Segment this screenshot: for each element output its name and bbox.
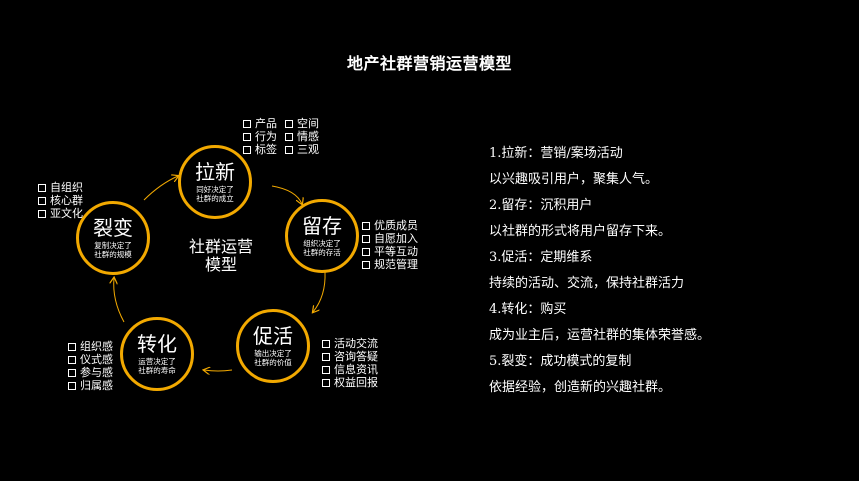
node-desc-zhuanhua: 运营决定了 社群的寿命	[138, 357, 176, 375]
tags-liucun: 优质成员 自愿加入 平等互动 规范管理	[362, 219, 418, 271]
tag-item: 情感	[285, 130, 319, 143]
checkbox-icon	[362, 260, 370, 269]
checkbox-icon	[68, 342, 76, 351]
arrow-liucun-to-cuhuo	[313, 271, 326, 312]
tag-item: 平等互动	[362, 245, 418, 258]
arrow-cuhuo-to-zhuanhua	[204, 370, 233, 371]
steps-list: 1.拉新：营销/案场活动 以兴趣吸引用户，聚集人气。 2.留存：沉积用户 以社群…	[489, 141, 849, 401]
tag-item: 咨询答疑	[322, 350, 378, 363]
tag-item: 标签	[243, 143, 277, 156]
tag-item: 三观	[285, 143, 319, 156]
step-detail: 以社群的形式将用户留存下来。	[489, 224, 672, 239]
checkbox-icon	[362, 221, 370, 230]
node-desc-liebian: 复制决定了 社群的规模	[94, 241, 132, 259]
node-desc-cuhuo: 输出决定了 社群的价值	[254, 349, 292, 367]
tags-laxin: 产品 空间 行为 情感 标签 三观	[243, 117, 319, 156]
node-desc-liucun: 组织决定了 社群的存活	[303, 239, 341, 257]
step-detail: 成为业主后，运营社群的集体荣誉感。	[489, 328, 711, 343]
node-liebian: 裂变 复制决定了 社群的规模	[76, 201, 150, 275]
tag-item: 空间	[285, 117, 319, 130]
checkbox-icon	[322, 352, 330, 361]
checkbox-icon	[68, 368, 76, 377]
node-name-zhuanhua: 转化	[137, 332, 177, 356]
step-detail: 依据经验，创造新的兴趣社群。	[489, 380, 672, 395]
step-heading: 3.促活：定期维系	[489, 250, 593, 265]
tag-item: 仪式感	[68, 353, 113, 366]
node-name-cuhuo: 促活	[253, 324, 293, 348]
node-zhuanhua: 转化 运营决定了 社群的寿命	[120, 317, 194, 391]
center-label: 社群运营 模型	[188, 237, 253, 274]
tag-item: 组织感	[68, 340, 113, 353]
checkbox-icon	[322, 378, 330, 387]
step-heading: 4.转化：购买	[489, 302, 567, 317]
checkbox-icon	[285, 132, 293, 141]
checkbox-icon	[243, 132, 251, 141]
step-heading: 1.拉新：营销/案场活动	[489, 146, 623, 161]
tag-item: 自组织	[38, 181, 83, 194]
node-liucun: 留存 组织决定了 社群的存活	[285, 199, 359, 273]
node-cuhuo: 促活 输出决定了 社群的价值	[236, 309, 310, 383]
checkbox-icon	[68, 381, 76, 390]
tag-item: 归属感	[68, 379, 113, 392]
step-detail: 持续的活动、交流，保持社群活力	[489, 276, 685, 291]
arrow-laxin-to-liucun	[271, 185, 302, 204]
step-heading: 2.留存：沉积用户	[489, 198, 593, 213]
tag-item: 亚文化	[38, 207, 83, 220]
checkbox-icon	[322, 339, 330, 348]
tags-liebian: 自组织 核心群 亚文化	[38, 181, 83, 220]
tag-item: 参与感	[68, 366, 113, 379]
arrow-liebian-to-laxin	[143, 176, 178, 201]
tags-zhuanhua: 组织感 仪式感 参与感 归属感	[68, 340, 113, 392]
node-name-liebian: 裂变	[93, 216, 133, 240]
checkbox-icon	[362, 247, 370, 256]
node-name-laxin: 拉新	[195, 160, 235, 184]
tags-cuhuo: 活动交流 咨询答疑 信息资讯 权益回报	[322, 337, 378, 389]
checkbox-icon	[38, 183, 46, 192]
arrow-zhuanhua-to-liebian	[114, 278, 125, 323]
checkbox-icon	[243, 145, 251, 154]
tag-item: 产品	[243, 117, 277, 130]
tag-item: 核心群	[38, 194, 83, 207]
checkbox-icon	[285, 119, 293, 128]
checkbox-icon	[38, 196, 46, 205]
step-detail: 以兴趣吸引用户，聚集人气。	[489, 172, 659, 187]
step-heading: 5.裂变：成功模式的复制	[489, 354, 632, 369]
tag-item: 信息资讯	[322, 363, 378, 376]
node-desc-laxin: 同好决定了 社群的成立	[196, 185, 234, 203]
checkbox-icon	[243, 119, 251, 128]
tag-item: 活动交流	[322, 337, 378, 350]
checkbox-icon	[285, 145, 293, 154]
tag-item: 规范管理	[362, 258, 418, 271]
checkbox-icon	[322, 365, 330, 374]
tag-item: 优质成员	[362, 219, 418, 232]
tag-item: 自愿加入	[362, 232, 418, 245]
tag-item: 权益回报	[322, 376, 378, 389]
node-laxin: 拉新 同好决定了 社群的成立	[178, 145, 252, 219]
checkbox-icon	[38, 209, 46, 218]
checkbox-icon	[68, 355, 76, 364]
checkbox-icon	[362, 234, 370, 243]
page-title: 地产社群营销运营模型	[346, 54, 512, 73]
node-name-liucun: 留存	[302, 214, 342, 238]
tag-item: 行为	[243, 130, 277, 143]
